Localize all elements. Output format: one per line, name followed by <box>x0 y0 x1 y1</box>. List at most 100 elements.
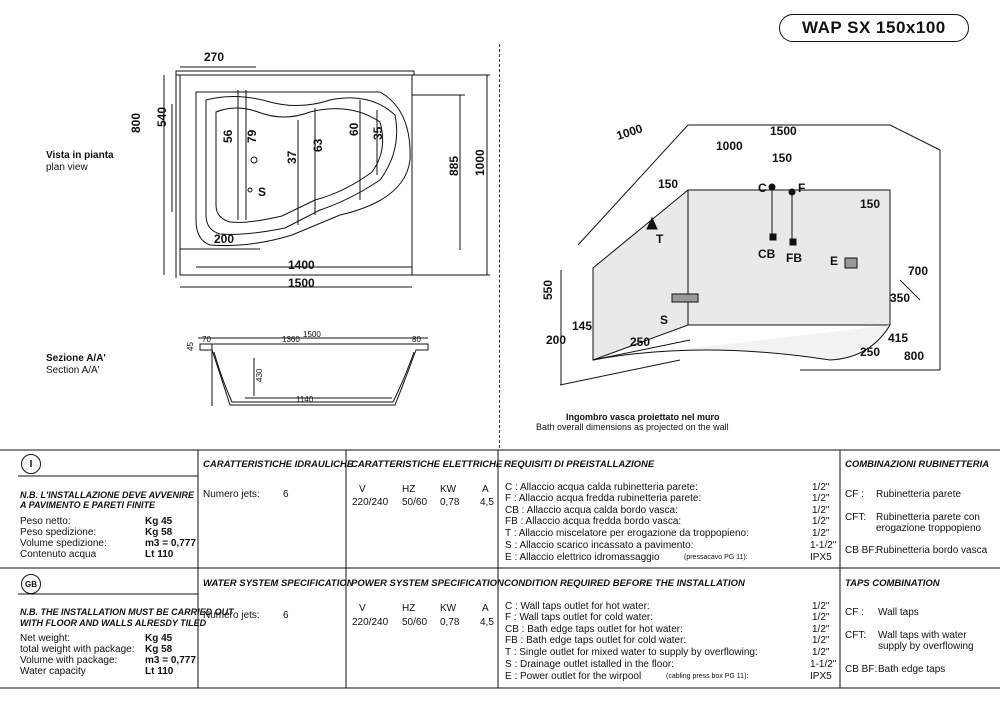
req-gb-6: E : Power outlet for the wirpool <box>505 671 642 682</box>
note-gb-1: N.B. THE INSTALLATION MUST BE CARRIED OU… <box>20 607 234 617</box>
header-it-combos: COMBINAZIONI RUBINETTERIA <box>845 459 990 470</box>
req-gb-4: T : Single outlet for mixed water to sup… <box>505 647 758 658</box>
iso-dim-415: 415 <box>888 331 908 345</box>
note-it-1: N.B. L'INSTALLAZIONE DEVE AVVENIRE <box>20 490 194 500</box>
plan-dim-56: 56 <box>221 129 235 143</box>
combo-it-text-1: Rubinetteria parete con erogazione tropp… <box>876 512 982 534</box>
spec-table-grid <box>0 449 1000 689</box>
req-gb-3-val: 1/2" <box>812 635 830 646</box>
spec-it-value-3: Lt 110 <box>145 549 174 560</box>
section-label-it: Sezione A/A' <box>46 353 106 364</box>
req-gb-2: CB : Bath edge taps outlet for hot water… <box>505 624 683 635</box>
plan-dim-540: 540 <box>155 107 169 127</box>
elec-gb-val-a: 4,5 <box>480 617 494 628</box>
spec-it-label-3: Contenuto acqua <box>20 549 97 560</box>
plan-dim-35: 35 <box>371 126 385 140</box>
elec-it-val-v: 220/240 <box>352 497 389 508</box>
section-dim-1500: 1500 <box>303 330 321 339</box>
note-gb-2: WITH FLOOR AND WALLS ALRESDY TILED <box>20 618 207 628</box>
header-gb-combos: TAPS COMBINATION <box>845 578 940 589</box>
req-it-2: CB : Allaccio acqua calda bordo vasca: <box>505 505 678 516</box>
combo-gb-code-1: CFT: <box>845 630 867 641</box>
iso-label-cb: CB <box>758 247 776 261</box>
plan-dim-270: 270 <box>204 50 224 64</box>
plan-dim-800: 800 <box>129 113 143 133</box>
iso-label-fb: FB <box>786 251 802 265</box>
note-it-2: A PAVIMENTO E PARETI FINITE <box>20 500 156 510</box>
elec-it-val-a: 4,5 <box>480 497 494 508</box>
req-it-5-val: 1-1/2" <box>810 540 837 551</box>
combo-gb-text-1: Wall taps with water supply by overflowi… <box>878 630 974 652</box>
spec-gb-value-0: Kg 45 <box>145 633 173 644</box>
elec-it-val-hz: 50/60 <box>402 497 428 508</box>
req-it-6-note: (pressacavo PG 11): <box>684 554 748 561</box>
plan-view-drawing: 270 800 540 56 79 37 63 60 35 885 1000 S… <box>129 50 490 290</box>
combo-gb-text-0: Wall taps <box>878 607 919 618</box>
req-it-4-val: 1/2" <box>812 528 830 539</box>
section-label-en: Section A/A' <box>46 365 100 376</box>
iso-dim-250-a: 250 <box>630 335 650 349</box>
req-it-0: C : Allaccio acqua calda rubinetteria pa… <box>505 482 698 493</box>
spec-it-value-2: m3 = 0,777 <box>145 538 196 549</box>
elec-gb-head-kw: KW <box>440 603 457 614</box>
elec-it-val-kw: 0,78 <box>440 497 460 508</box>
req-it-2-val: 1/2" <box>812 505 830 516</box>
req-gb-6-val: IPX5 <box>810 671 832 682</box>
elec-gb-val-kw: 0,78 <box>440 617 460 628</box>
combo-gb-code-2: CB BF: <box>845 664 878 675</box>
plan-dim-885: 885 <box>447 156 461 176</box>
combo-it-code-0: CF : <box>845 489 864 500</box>
jets-gb-label: Numero jets: <box>203 610 260 621</box>
elec-gb-head-hz: HZ <box>402 603 416 614</box>
req-gb-4-val: 1/2" <box>812 647 830 658</box>
combo-it-code-2: CB BF: <box>845 545 878 556</box>
spec-it-label-2: Volume spedizione: <box>20 538 107 549</box>
spec-it-value-0: Kg 45 <box>145 516 173 527</box>
req-it-4: T : Allaccio miscelatore per erogazione … <box>505 528 749 539</box>
iso-dim-700: 700 <box>908 264 928 278</box>
iso-dim-200: 200 <box>546 333 566 347</box>
spec-gb-label-3: Water capacity <box>20 666 86 677</box>
header-gb-requirements: CONDITION REQUIRED BEFORE THE INSTALLATI… <box>504 578 745 589</box>
plan-label-s: S <box>258 185 266 199</box>
spec-gb-value-1: Kg 58 <box>145 644 173 655</box>
req-gb-6-note: (cabling press box PG 11): <box>666 673 749 680</box>
elec-gb-head-v: V <box>359 603 366 614</box>
req-gb-5-val: 1-1/2" <box>810 659 837 670</box>
jets-it-value: 6 <box>283 489 289 500</box>
model-title: WAP SX 150x100 <box>779 14 969 42</box>
elec-gb-val-hz: 50/60 <box>402 617 428 628</box>
req-it-3-val: 1/2" <box>812 516 830 527</box>
plan-dim-200: 200 <box>214 232 234 246</box>
req-gb-0-val: 1/2" <box>812 601 830 612</box>
section-dim-1140: 1140 <box>296 395 314 404</box>
iso-dim-1000-b: 1000 <box>716 139 743 153</box>
combo-gb-code-0: CF : <box>845 607 864 618</box>
req-gb-0: C : Wall taps outlet for hot water: <box>505 601 650 612</box>
elec-it-head-v: V <box>359 484 366 495</box>
spec-gb-label-2: Volume with package: <box>20 655 118 666</box>
isometric-drawing: 1000 1000 1500 150 150 150 C F T CB FB E… <box>541 121 941 386</box>
req-it-1-val: 1/2" <box>812 493 830 504</box>
plan-dim-1400: 1400 <box>288 258 315 272</box>
plan-dim-1500: 1500 <box>288 276 315 290</box>
iso-caption-it: Ingombro vasca proiettato nel muro <box>566 412 720 422</box>
jets-gb-value: 6 <box>283 610 289 621</box>
header-it-hydraulic: CARATTERISTICHE IDRAULICHE <box>203 459 354 470</box>
flag-it: I <box>21 454 41 474</box>
req-it-0-val: 1/2" <box>812 482 830 493</box>
iso-dim-350: 350 <box>890 291 910 305</box>
spec-it-value-1: Kg 58 <box>145 527 173 538</box>
plan-dim-60: 60 <box>347 122 361 136</box>
plan-dim-1000: 1000 <box>473 149 487 176</box>
plan-dim-63: 63 <box>311 138 325 152</box>
jets-it-label: Numero jets: <box>203 489 260 500</box>
section-dim-70: 70 <box>202 335 211 344</box>
iso-caption-en: Bath overall dimensions as projected on … <box>536 422 729 432</box>
iso-dim-1500: 1500 <box>770 124 797 138</box>
combo-it-text-2: Rubinetteria bordo vasca <box>876 545 988 556</box>
req-gb-1-val: 1/2" <box>812 612 830 623</box>
header-it-requirements: REQUISITI DI PREISTALLAZIONE <box>504 459 655 470</box>
section-drawing: 45 70 1360 1500 80 430 1140 <box>186 330 429 406</box>
combo-gb-text-2: Bath edge taps <box>878 664 946 675</box>
